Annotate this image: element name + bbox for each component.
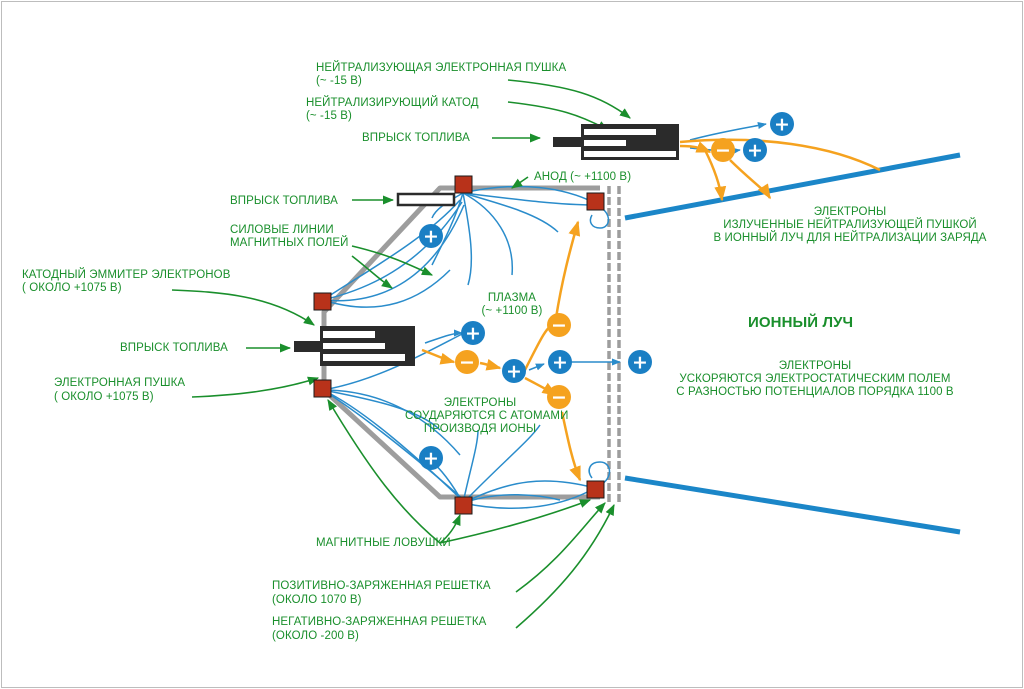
label-electron-gun-2: ( ОКОЛО +1075 В) (54, 391, 154, 403)
label-positive-grid-2: (ОКОЛО 1070 В) (272, 594, 362, 606)
ion-symbol: + (506, 361, 522, 383)
magnet-top-right (586, 192, 605, 211)
label-plasma-1: ПЛАЗМА (487, 292, 537, 304)
label-negative-grid-2: (ОКОЛО -200 В) (272, 630, 359, 642)
label-negative-grid-1: НЕГАТИВНО-ЗАРЯЖЕННАЯ РЕШЕТКА (272, 616, 487, 628)
label-electrons-collide-1: ЭЛЕКТРОНЫ (443, 397, 517, 409)
label-magnetic-lines-2: МАГНИТНЫХ ПОЛЕЙ (230, 237, 349, 249)
label-fuel-injection-mid: ВПРЫСК ТОПЛИВА (230, 195, 338, 207)
label-emitted-electrons-2: ИЗЛУЧЕННЫЕ НЕЙТРАЛИЗУЮЩЕЙ ПУШКОЙ (723, 219, 977, 231)
label-plasma-2: (~ +1100 В) (481, 305, 543, 317)
magnet-top (454, 175, 473, 194)
label-ion-beam: ИОННЫЙ ЛУЧ (748, 314, 854, 331)
label-magnetic-lines-1: СИЛОВЫЕ ЛИНИИ (230, 224, 334, 236)
electron-symbol: − (551, 387, 567, 409)
ion-symbol: + (423, 226, 439, 248)
ion-symbol: + (423, 448, 439, 470)
label-fuel-injection-top: ВПРЫСК ТОПЛИВА (362, 132, 470, 144)
magnets (313, 175, 605, 515)
ion-beam-upper-edge (624, 152, 961, 221)
label-electrons-collide-3: ПРОИЗВОДЯ ИОНЫ (423, 423, 537, 435)
ion-8: + (743, 138, 767, 162)
neutralizer-gun (553, 124, 679, 160)
label-neutralizing-gun-voltage: (~ -15 В) (316, 75, 362, 87)
electron-symbol: − (715, 140, 731, 162)
electron-symbol: − (459, 352, 475, 374)
electron-3: − (547, 385, 571, 409)
magnet-left-lower (313, 379, 332, 398)
ion-4: + (548, 350, 572, 374)
label-electron-gun-1: ЭЛЕКТРОННАЯ ПУШКА (54, 377, 186, 389)
label-emitted-electrons-3: В ИОННЫЙ ЛУЧ ДЛЯ НЕЙТРАЛИЗАЦИИ ЗАРЯДА (713, 232, 987, 244)
label-magnetic-traps: МАГНИТНЫЕ ЛОВУШКИ (316, 537, 451, 549)
label-neutralizing-gun-title: НЕЙТРАЛИЗУЮЩАЯ ЭЛЕКТРОННАЯ ПУШКА (316, 62, 567, 74)
electrons: − − − − (455, 138, 735, 409)
ion-2: + (461, 321, 485, 345)
ions: + + + + + + + + (419, 112, 794, 470)
label-cathode-emitter-2: ( ОКОЛО +1075 В) (22, 282, 122, 294)
electron-1: − (455, 350, 479, 374)
label-accelerated-2: УСКОРЯЮТСЯ ЭЛЕКТРОСТАТИЧЕСКИМ ПОЛЕМ (679, 373, 951, 385)
label-neutralizing-cathode-title: НЕЙТРАЛИЗИРУЮЩИЙ КАТОД (306, 97, 479, 109)
electron-2: − (547, 313, 571, 337)
main-electron-gun (294, 326, 415, 366)
magnetic-field-lines (322, 185, 611, 509)
ion-beam-lower-edge (624, 475, 961, 535)
magnet-bottom-right (586, 480, 605, 499)
ion-symbol: + (747, 140, 763, 162)
ion-3: + (502, 359, 526, 383)
label-fuel-injection-left: ВПРЫСК ТОПЛИВА (120, 342, 228, 354)
magnet-left-upper (313, 292, 332, 311)
ion-symbol: + (632, 352, 648, 374)
ion-1: + (419, 224, 443, 248)
label-anode: АНОД (~ +1100 В) (534, 171, 632, 183)
label-accelerated-3: С РАЗНОСТЬЮ ПОТЕНЦИАЛОВ ПОРЯДКА 1100 В (676, 386, 954, 398)
ion-symbol: + (774, 114, 790, 136)
label-electrons-collide-2: СОУДАРЯЮТСЯ С АТОМАМИ (405, 410, 569, 422)
electron-trajectories (421, 138, 881, 482)
electron-symbol: − (551, 315, 567, 337)
ion-symbol: + (552, 352, 568, 374)
label-accelerated-1: ЭЛЕКТРОНЫ (778, 360, 852, 372)
ion-6: + (419, 446, 443, 470)
fuel-injector-top (396, 192, 456, 207)
ion-symbol: + (465, 323, 481, 345)
ion-7: + (770, 112, 794, 136)
magnet-bottom (454, 496, 473, 515)
label-cathode-emitter-1: КАТОДНЫЙ ЭММИТЕР ЭЛЕКТРОНОВ (22, 269, 231, 281)
label-positive-grid-1: ПОЗИТИВНО-ЗАРЯЖЕННАЯ РЕШЕТКА (272, 580, 491, 592)
leader-lines (171, 79, 631, 629)
label-emitted-electrons-1: ЭЛЕКТРОНЫ (813, 206, 887, 218)
ion-5: + (628, 350, 652, 374)
electron-4: − (711, 138, 735, 162)
label-neutralizing-cathode-voltage: (~ -15 В) (306, 110, 352, 122)
